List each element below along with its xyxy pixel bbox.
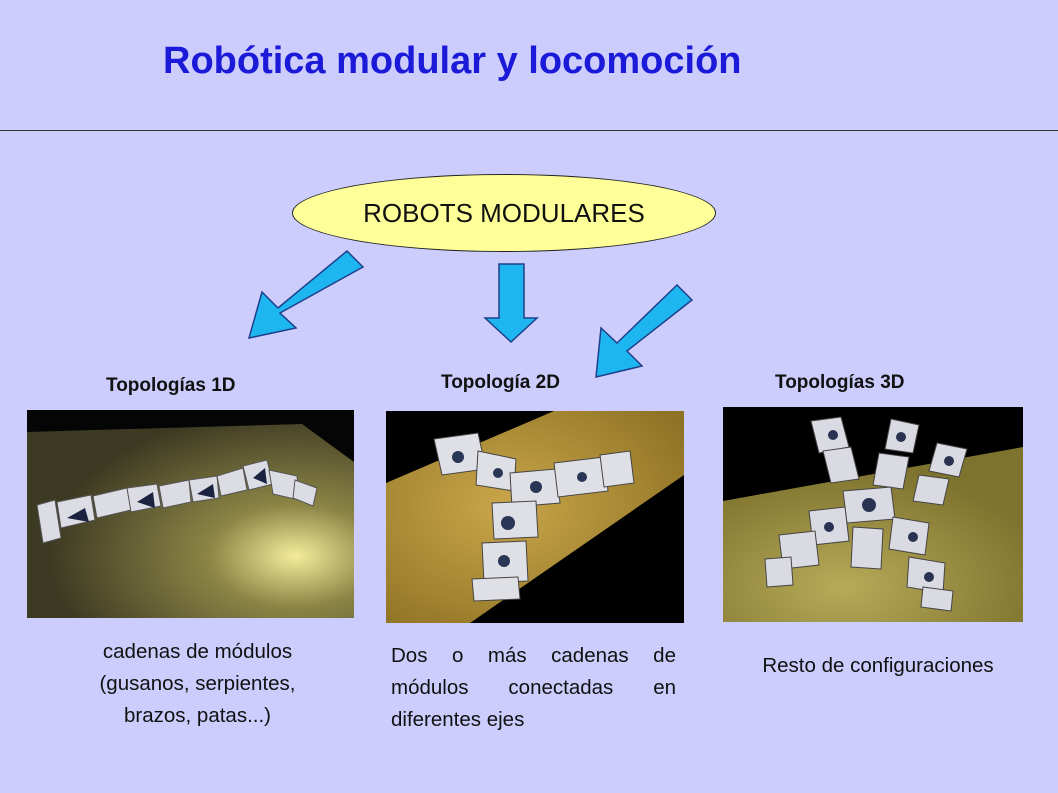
- description-line: Dos o más cadenas de: [391, 644, 676, 667]
- arrow-to-3d-diagonal: [595, 283, 694, 378]
- robots-modulares-node: ROBOTS MODULARES: [292, 174, 716, 252]
- description-line: Resto de configuraciones: [762, 654, 994, 677]
- robot-chain-1d-image: [27, 410, 354, 618]
- description-line: cadenas de módulos: [102, 640, 293, 663]
- topology-1d-description: cadenas de módulos (gusanos, serpientes,…: [60, 636, 335, 732]
- topology-2d-description: Dos o más cadenas de módulos conectadas …: [391, 640, 676, 736]
- description-line: (gusanos, serpientes,: [99, 672, 296, 695]
- arrow-to-2d: [483, 263, 539, 344]
- topology-2d-label: Topología 2D: [441, 372, 560, 393]
- arrow-to-1d: [247, 249, 365, 339]
- topology-1d-label: Topologías 1D: [106, 375, 236, 396]
- robot-spider-3d-image: [723, 407, 1023, 622]
- description-line: diferentes ejes: [391, 708, 525, 731]
- description-line: brazos, patas...): [124, 704, 271, 727]
- description-line: módulos conectadas en: [391, 676, 676, 699]
- topology-3d-description: Resto de configuraciones: [722, 650, 1034, 682]
- robot-tripod-2d-image: [386, 411, 684, 623]
- title-divider: [0, 130, 1058, 131]
- topology-3d-label: Topologías 3D: [775, 372, 905, 393]
- slide-title: Robótica modular y locomoción: [163, 40, 742, 82]
- robots-modulares-label: ROBOTS MODULARES: [363, 197, 645, 228]
